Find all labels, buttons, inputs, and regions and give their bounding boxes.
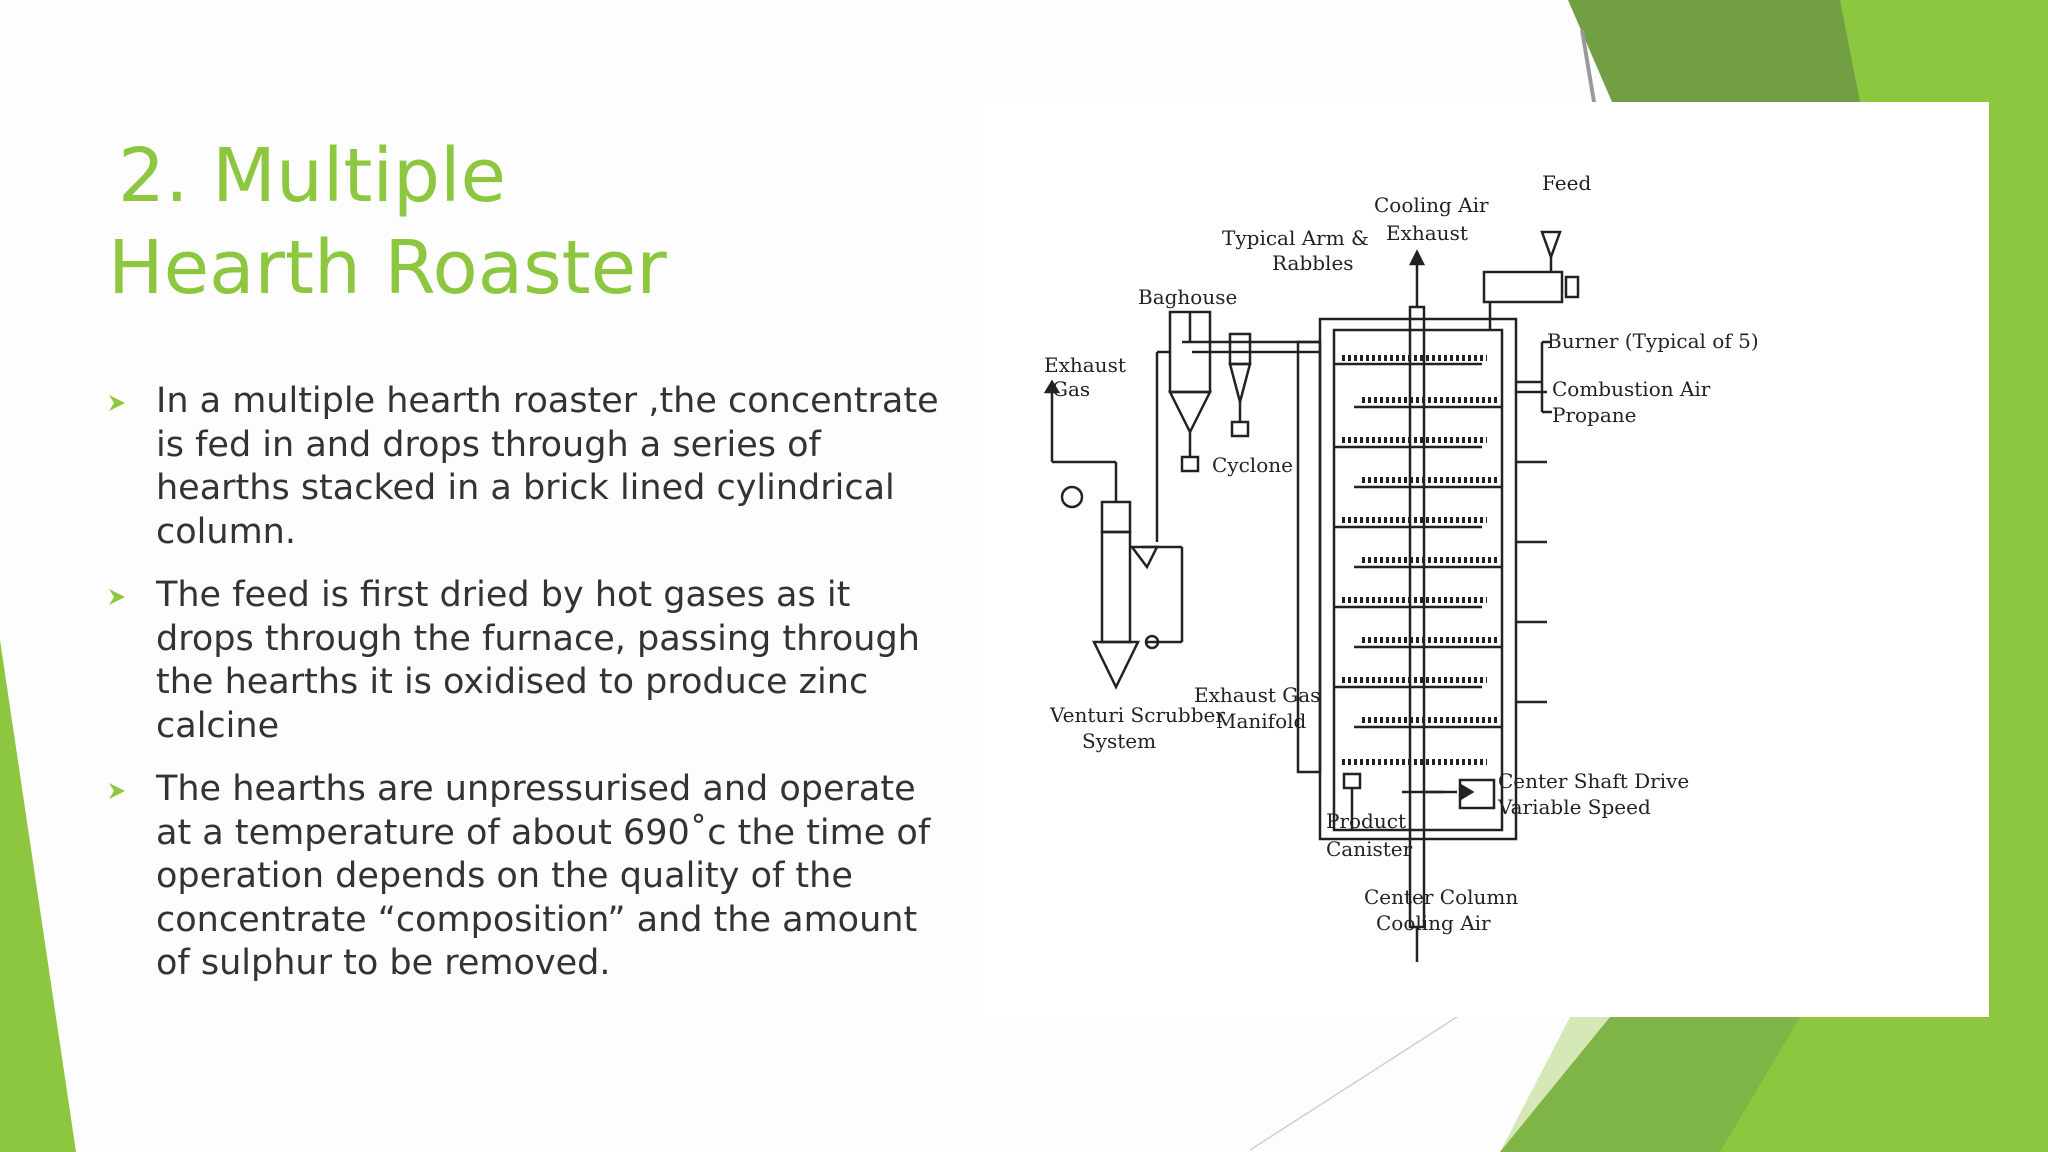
label-exhaust-gas-2: Gas bbox=[1052, 377, 1090, 401]
label-combustion-air: Combustion Air bbox=[1552, 377, 1711, 401]
furnace-inner bbox=[1332, 328, 1504, 832]
bullet-list: In a multiple hearth roaster ,the concen… bbox=[108, 380, 948, 1006]
label-burner: Burner (Typical of 5) bbox=[1547, 329, 1759, 353]
label-venturi-1: Venturi Scrubber bbox=[1049, 703, 1225, 727]
label-center-drive-1: Center Shaft Drive bbox=[1498, 769, 1689, 793]
arrowhead-bullet-icon bbox=[109, 589, 125, 605]
bullet-text: The hearths are unpressurised and operat… bbox=[156, 769, 931, 983]
center-shaft-drive bbox=[1458, 778, 1496, 810]
title-line-1: 2. Multiple bbox=[118, 133, 507, 219]
venturi-scrubber bbox=[1100, 530, 1132, 644]
arrowhead-bullet-icon bbox=[109, 783, 125, 799]
left-edge-shape bbox=[0, 640, 76, 1152]
label-cyclone: Cyclone bbox=[1212, 453, 1293, 477]
bullet-item: The feed is first dried by hot gases as … bbox=[108, 574, 948, 748]
label-product-2: Canister bbox=[1326, 837, 1413, 861]
label-typical-arm-1: Typical Arm & bbox=[1222, 226, 1369, 250]
right-edge-shape bbox=[1989, 102, 2048, 1152]
slide-title: 2. Multiple Hearth Roaster bbox=[108, 130, 667, 314]
title-line-2: Hearth Roaster bbox=[108, 225, 667, 311]
label-cooling-air-exhaust-2: Exhaust bbox=[1386, 221, 1468, 245]
cyclone bbox=[1228, 332, 1252, 366]
bullet-item: The hearths are unpressurised and operat… bbox=[108, 768, 948, 986]
bullet-item: In a multiple hearth roaster ,the concen… bbox=[108, 380, 948, 554]
bullet-text: The feed is first dried by hot gases as … bbox=[156, 575, 920, 746]
top-right-shape-light bbox=[1840, 0, 2048, 102]
feed-hopper bbox=[1540, 230, 1562, 261]
bottom-thin-line bbox=[1249, 1014, 1461, 1151]
bottom-right-shape-bright bbox=[1720, 1017, 2048, 1152]
exhaust-manifold bbox=[1296, 340, 1322, 774]
hearths bbox=[1334, 362, 1502, 729]
label-baghouse: Baghouse bbox=[1138, 285, 1237, 309]
exhaust-fan bbox=[1060, 485, 1084, 509]
feed-screw bbox=[1482, 270, 1564, 304]
label-product-1: Product bbox=[1326, 809, 1406, 833]
label-exhaust-gas-1: Exhaust bbox=[1044, 353, 1126, 377]
label-center-column-2: Cooling Air bbox=[1376, 911, 1491, 935]
bullet-text: In a multiple hearth roaster ,the concen… bbox=[156, 381, 939, 552]
label-typical-arm-2: Rabbles bbox=[1272, 251, 1354, 275]
label-cooling-air-exhaust-1: Cooling Air bbox=[1374, 193, 1489, 217]
label-feed: Feed bbox=[1542, 171, 1591, 195]
arrowhead-bullet-icon bbox=[109, 395, 125, 411]
product-canister bbox=[1342, 772, 1362, 790]
label-center-column-1: Center Column bbox=[1364, 885, 1518, 909]
top-right-line bbox=[1580, 30, 1596, 102]
roaster-diagram: Feed Cooling Air Exhaust Typical Arm & R… bbox=[982, 102, 1989, 1017]
label-exhaust-manifold-1: Exhaust Gas bbox=[1194, 683, 1320, 707]
roaster-diagram-drawing: Feed Cooling Air Exhaust Typical Arm & R… bbox=[1043, 171, 1759, 962]
label-propane: Propane bbox=[1552, 403, 1637, 427]
diagram-labels: Feed Cooling Air Exhaust Typical Arm & R… bbox=[1044, 171, 1759, 935]
label-exhaust-manifold-2: Manifold bbox=[1216, 709, 1307, 733]
label-venturi-2: System bbox=[1082, 729, 1156, 753]
label-center-drive-2: Variable Speed bbox=[1497, 795, 1651, 819]
